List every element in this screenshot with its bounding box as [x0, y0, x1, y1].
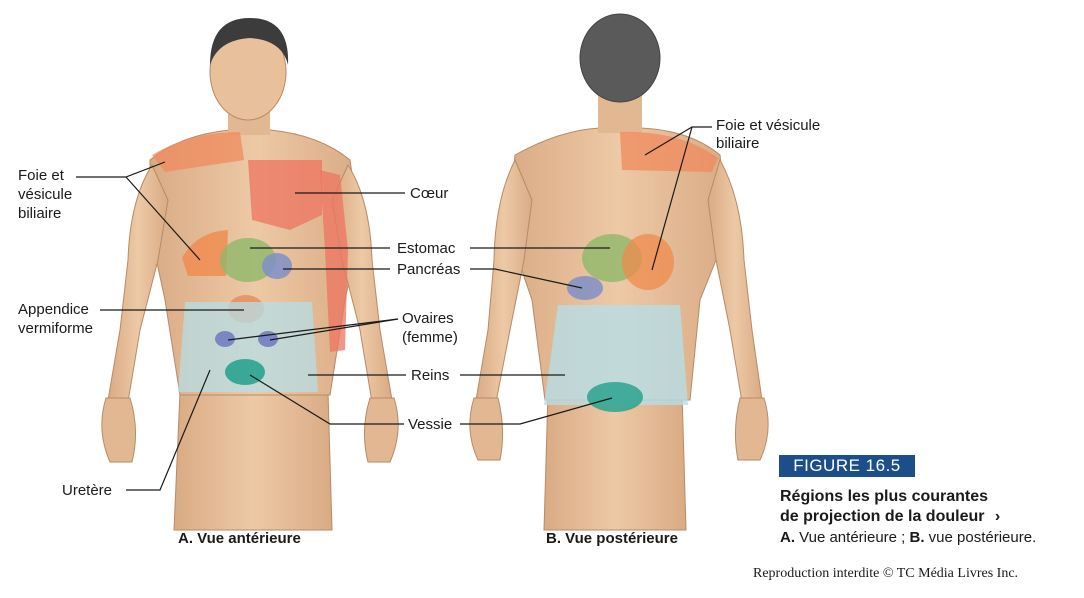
leader-vessie-b: [460, 397, 613, 425]
label-uretere: Uretère: [62, 482, 113, 499]
anterior-regions: [152, 132, 348, 392]
label-vessie: Vessie: [408, 416, 453, 433]
caption-anterior-view: A. Vue antérieure: [178, 530, 301, 547]
label-ovaires-line1: Ovaires: [402, 310, 454, 327]
anterior-arm-right: [331, 163, 393, 403]
label-coeur: Cœur: [410, 185, 449, 202]
anterior-hand-right: [363, 397, 399, 463]
anterior-hair: [210, 18, 289, 65]
figure-subtitle: A. Vue antérieure ; B. vue postérieure.: [780, 529, 1036, 546]
kidney-region-anterior: [178, 302, 318, 392]
bladder-region-posterior: [587, 382, 643, 412]
anterior-legs: [173, 391, 333, 531]
leader-uretere: [126, 369, 211, 491]
ovary-left-anterior: [215, 331, 235, 347]
liver-region-anterior: [182, 230, 228, 276]
posterior-arm-right: [707, 158, 763, 403]
subtitle-b-letter: B.: [909, 529, 925, 546]
label-estomac: Estomac: [397, 240, 456, 257]
shoulder-referral-posterior: [620, 131, 718, 172]
label-appendice-line2: vermiforme: [18, 320, 94, 337]
figure-title-line1: Régions les plus courantes: [780, 488, 989, 505]
anterior-arm-left: [107, 163, 169, 403]
liver-region-posterior: [622, 234, 674, 290]
leader-lines: [76, 126, 712, 491]
leader-vessie: [249, 374, 404, 425]
anterior-hand-left: [101, 397, 137, 463]
figure-title-line2-text: de projection de la douleur: [780, 508, 985, 525]
caption-posterior-view: B. Vue postérieure: [546, 530, 678, 547]
posterior-hand-right: [734, 397, 769, 461]
leader-ovaires-b: [269, 318, 399, 341]
figure-number-badge: FIGURE 16.5: [779, 455, 915, 477]
label-ovaires-line2: (femme): [402, 329, 458, 346]
subtitle-a-letter: A.: [780, 529, 795, 546]
posterior-regions: [544, 131, 718, 412]
label-pancreas: Pancréas: [397, 261, 461, 278]
left-arm-referral-anterior: [320, 170, 348, 352]
label-appendice-line1: Appendice: [18, 301, 89, 318]
subtitle-a-text: Vue antérieure ;: [795, 529, 910, 546]
posterior-arm-left: [475, 158, 533, 403]
pancreas-region-anterior: [262, 253, 292, 279]
figure-title-line2: de projection de la douleur ›: [780, 507, 1000, 527]
leader-ovaires-a: [227, 318, 399, 341]
pancreas-region-posterior: [567, 276, 603, 300]
posterior-hand-left: [469, 397, 504, 461]
label-foie-right-line1: Foie et vésicule: [716, 117, 821, 134]
kidney-region-posterior: [544, 305, 688, 405]
copyright-notice: Reproduction interdite © TC Média Livres…: [753, 566, 1019, 581]
chevron-right-icon: ›: [994, 508, 1001, 525]
label-foie-left-line1: Foie et: [18, 167, 64, 184]
label-foie-left-line2: vésicule: [18, 186, 73, 203]
subtitle-b-text: vue postérieure.: [924, 529, 1037, 546]
label-reins: Reins: [411, 367, 450, 384]
label-foie-left-line3: biliaire: [18, 205, 62, 222]
leader-foie-right-2: [651, 126, 693, 271]
shoulder-referral-anterior: [152, 132, 244, 172]
stomach-region-anterior: [220, 238, 276, 282]
posterior-legs: [543, 391, 687, 531]
leader-foie-left-2: [125, 176, 201, 261]
leader-pancreas-b: [470, 268, 583, 289]
heart-region-anterior: [248, 160, 322, 230]
label-foie-right-line2: biliaire: [716, 135, 760, 152]
posterior-head: [579, 13, 661, 103]
